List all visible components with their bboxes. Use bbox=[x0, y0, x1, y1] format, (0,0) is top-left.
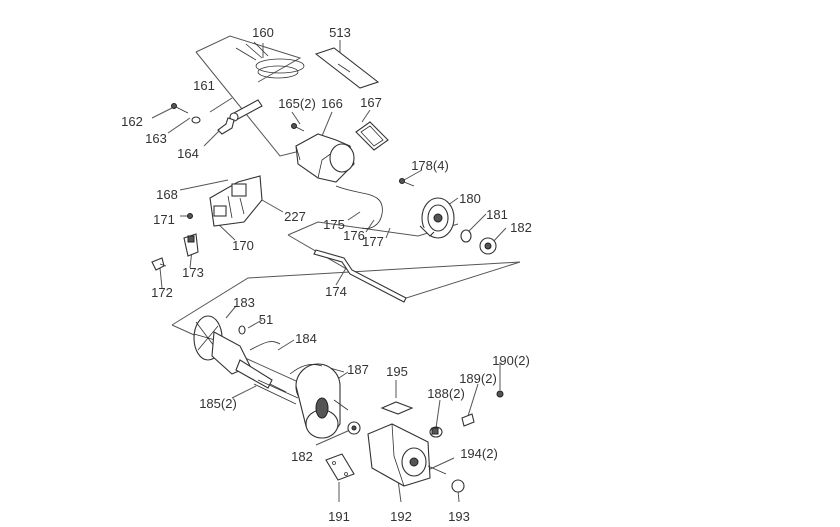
label-188: 188(2) bbox=[427, 386, 465, 401]
part-bearing-182-lower bbox=[347, 421, 361, 435]
label-513: 513 bbox=[329, 25, 351, 40]
label-195: 195 bbox=[386, 364, 408, 379]
label-171: 171 bbox=[153, 212, 175, 227]
label-190: 190(2) bbox=[492, 353, 530, 368]
label-184: 184 bbox=[295, 331, 317, 346]
part-brush-189 bbox=[461, 413, 475, 427]
part-bracket-164 bbox=[217, 117, 235, 135]
label-182-lower: 182 bbox=[291, 449, 313, 464]
part-rod-174 bbox=[313, 249, 407, 303]
label-165: 165(2) bbox=[278, 96, 316, 111]
part-armature-183 bbox=[193, 315, 287, 393]
label-176: 176 bbox=[343, 228, 365, 243]
label-160: 160 bbox=[252, 25, 274, 40]
part-wire-176 bbox=[335, 185, 383, 229]
part-bag-513 bbox=[314, 47, 380, 89]
part-cover-180 bbox=[419, 197, 455, 239]
label-181: 181 bbox=[486, 207, 508, 222]
label-163: 163 bbox=[145, 131, 167, 146]
label-191: 191 bbox=[328, 509, 350, 524]
label-187: 187 bbox=[347, 362, 369, 377]
part-screw-171 bbox=[187, 213, 193, 219]
label-168: 168 bbox=[156, 187, 178, 202]
part-motor-housing-192 bbox=[367, 423, 431, 487]
part-bracket-173 bbox=[183, 233, 199, 257]
part-screw-162 bbox=[171, 103, 189, 114]
part-stator-187 bbox=[289, 363, 349, 439]
part-screw-185 bbox=[253, 379, 299, 405]
part-pin-51 bbox=[238, 325, 246, 335]
label-164: 164 bbox=[177, 146, 199, 161]
part-screw-178 bbox=[399, 178, 415, 187]
part-switch-assembly-227 bbox=[209, 175, 263, 227]
label-189: 189(2) bbox=[459, 371, 497, 386]
part-cap-190 bbox=[496, 390, 504, 398]
part-screw-172 bbox=[151, 257, 167, 271]
label-175: 175 bbox=[323, 217, 345, 232]
part-plate-191 bbox=[325, 453, 355, 481]
label-194: 194(2) bbox=[460, 446, 498, 461]
part-labels: 160 513 161 162 163 164 165(2) 166 167 1… bbox=[121, 25, 532, 524]
part-label-195 bbox=[380, 401, 414, 415]
part-gasket-167 bbox=[355, 121, 389, 151]
part-housing-166 bbox=[295, 133, 355, 183]
label-227: 227 bbox=[284, 209, 306, 224]
part-shaft-161 bbox=[229, 99, 263, 122]
part-bearing-182-upper bbox=[479, 237, 497, 255]
label-170: 170 bbox=[232, 238, 254, 253]
label-183: 183 bbox=[233, 295, 255, 310]
part-screw-194 bbox=[427, 465, 447, 475]
label-178: 178(4) bbox=[411, 158, 449, 173]
label-166: 166 bbox=[321, 96, 343, 111]
label-193: 193 bbox=[448, 509, 470, 524]
label-162: 162 bbox=[121, 114, 143, 129]
part-wire-bundle-160 bbox=[235, 41, 305, 79]
label-167: 167 bbox=[360, 95, 382, 110]
part-brush-holder-188 bbox=[429, 426, 443, 438]
label-174: 174 bbox=[325, 284, 347, 299]
label-177: 177 bbox=[362, 234, 384, 249]
part-screw-165 bbox=[291, 123, 305, 132]
label-172: 172 bbox=[151, 285, 173, 300]
part-spring-184 bbox=[249, 341, 281, 351]
label-51: 51 bbox=[259, 312, 273, 327]
label-192: 192 bbox=[390, 509, 412, 524]
label-180: 180 bbox=[459, 191, 481, 206]
part-washer-163 bbox=[191, 116, 201, 124]
label-173: 173 bbox=[182, 265, 204, 280]
part-ring-193 bbox=[451, 479, 465, 493]
part-washer-181 bbox=[460, 229, 472, 243]
label-161: 161 bbox=[193, 78, 215, 93]
label-182-upper: 182 bbox=[510, 220, 532, 235]
label-185: 185(2) bbox=[199, 396, 237, 411]
